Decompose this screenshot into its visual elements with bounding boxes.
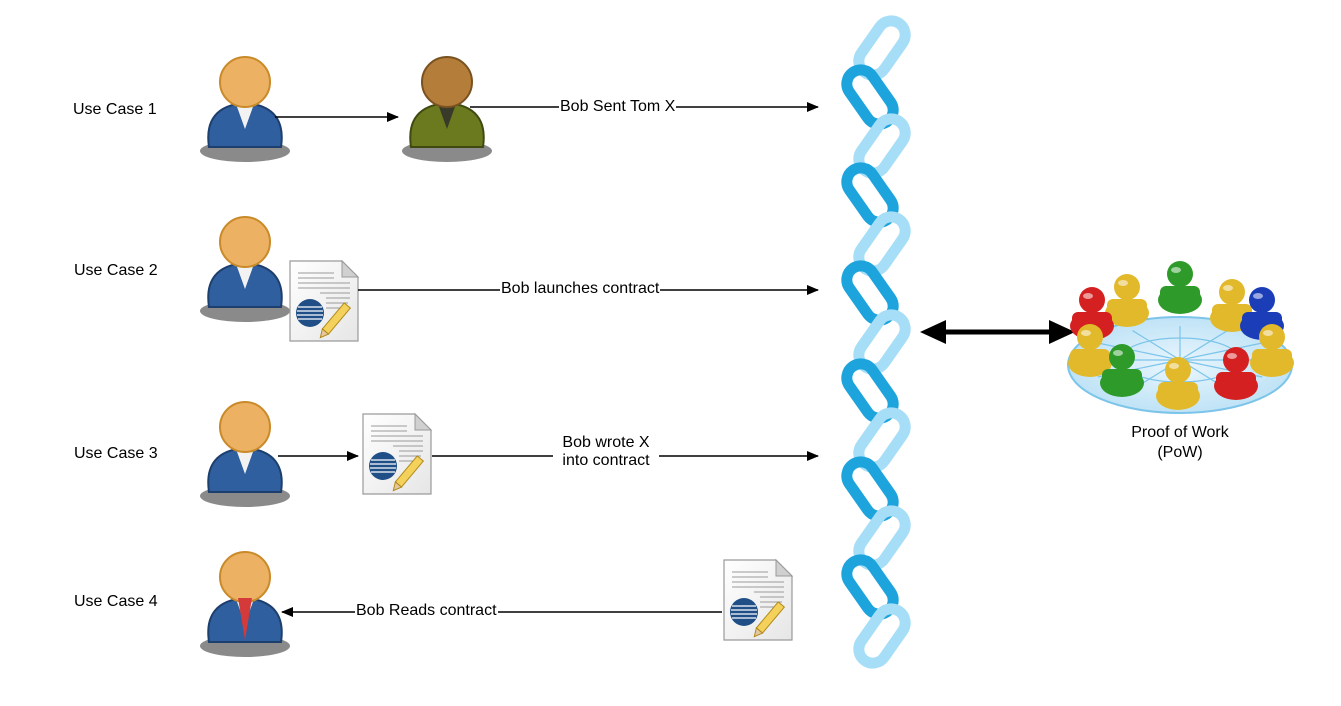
group-member-figure: [1250, 324, 1294, 377]
double-arrow-chain-pow: [920, 320, 1075, 344]
use-case-3-label: Use Case 3: [74, 445, 158, 462]
bob-avatar: [199, 216, 291, 323]
edge-label-wrote-line1: Bob wrote X: [562, 434, 650, 451]
proof-of-work-group-icon: [1067, 261, 1294, 414]
edge-label-wrote-line2: into contract: [562, 452, 650, 469]
group-member-figure: [1100, 344, 1144, 397]
group-member-figure: [1068, 324, 1112, 377]
contract-document-icon: [362, 413, 432, 495]
edge-label-sent: Bob Sent Tom X: [559, 98, 677, 116]
use-case-2-row: [199, 216, 819, 342]
use-case-3-row: [199, 401, 819, 508]
group-member-figure: [1158, 261, 1202, 314]
edge-label-reads: Bob Reads contract: [355, 602, 498, 620]
edge-label-wrote: Bob wrote X into contract: [553, 434, 659, 470]
edge-label-launch: Bob launches contract: [500, 280, 661, 298]
contract-document-icon: [723, 559, 793, 641]
bob-avatar: [199, 401, 291, 508]
red-tie-icon: [238, 598, 252, 640]
group-member-figure: [1105, 274, 1149, 327]
group-member-figure: [1156, 357, 1200, 410]
pow-caption-line2: (PoW): [1157, 444, 1203, 461]
tom-avatar: [402, 56, 492, 162]
use-case-1-row: [199, 56, 819, 163]
chain-link: [853, 603, 911, 669]
group-member-figure: [1214, 347, 1258, 400]
contract-document-icon: [289, 260, 359, 342]
use-case-4-label: Use Case 4: [74, 593, 158, 610]
pow-caption: Proof of Work (PoW): [1110, 423, 1250, 463]
bob-avatar: [199, 56, 291, 163]
pow-caption-line1: Proof of Work: [1131, 424, 1229, 441]
use-case-1-label: Use Case 1: [73, 101, 157, 118]
use-case-2-label: Use Case 2: [74, 262, 158, 279]
blockchain-chain-icon: [841, 15, 911, 669]
